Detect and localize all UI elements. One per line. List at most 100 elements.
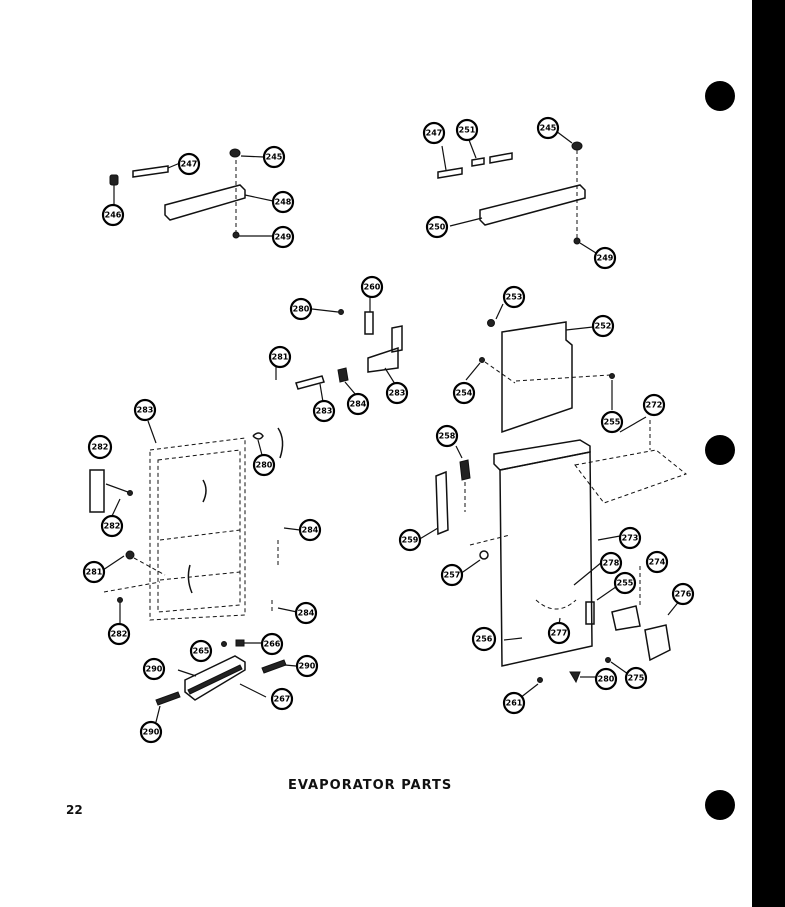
callout-245-right: 245 bbox=[536, 116, 560, 140]
svg-text:255: 255 bbox=[604, 418, 621, 427]
svg-text:256: 256 bbox=[476, 635, 493, 644]
svg-text:249: 249 bbox=[597, 254, 614, 263]
binder-hole-top bbox=[705, 81, 735, 111]
callout-markers: 247 245 246 248 249 247 251 245 250 249 … bbox=[82, 116, 695, 744]
callout-257: 257 bbox=[440, 563, 464, 587]
callout-261: 261 bbox=[502, 691, 526, 715]
svg-text:258: 258 bbox=[439, 432, 456, 441]
callout-282-lower: 282 bbox=[107, 622, 131, 646]
callout-281-top: 281 bbox=[268, 345, 292, 369]
svg-text:245: 245 bbox=[540, 124, 557, 133]
drip-tray-assembly bbox=[155, 639, 297, 723]
callout-284-low: 284 bbox=[294, 601, 318, 625]
svg-text:290: 290 bbox=[146, 665, 163, 674]
svg-text:267: 267 bbox=[274, 695, 291, 704]
svg-text:290: 290 bbox=[143, 728, 160, 737]
page-number: 22 bbox=[66, 803, 83, 817]
svg-text:280: 280 bbox=[256, 461, 273, 470]
callout-253: 253 bbox=[502, 285, 526, 309]
callout-249-right: 249 bbox=[593, 246, 617, 270]
callout-247-right: 247 bbox=[422, 121, 446, 145]
callout-251: 251 bbox=[455, 118, 479, 142]
bracket-assembly-left bbox=[109, 148, 274, 239]
left-evaporator-panel bbox=[89, 420, 301, 625]
svg-text:265: 265 bbox=[193, 647, 210, 656]
scan-edge-bar bbox=[752, 0, 785, 907]
callout-276: 276 bbox=[671, 582, 695, 606]
svg-text:253: 253 bbox=[506, 293, 523, 302]
svg-text:282: 282 bbox=[111, 630, 128, 639]
callout-254: 254 bbox=[452, 381, 476, 405]
callout-290: 290 bbox=[295, 654, 319, 678]
svg-text:274: 274 bbox=[649, 558, 666, 567]
svg-text:281: 281 bbox=[272, 353, 289, 362]
svg-text:266: 266 bbox=[264, 640, 281, 649]
callout-249-left: 249 bbox=[271, 225, 295, 249]
callout-265: 265 bbox=[189, 639, 213, 663]
svg-text:283: 283 bbox=[316, 407, 333, 416]
svg-text:251: 251 bbox=[459, 126, 476, 135]
callout-267: 267 bbox=[270, 687, 294, 711]
svg-text:277: 277 bbox=[551, 629, 568, 638]
right-evaporator-panel bbox=[417, 303, 688, 699]
callout-274: 274 bbox=[645, 550, 669, 574]
callout-283-top: 283 bbox=[312, 399, 336, 423]
callout-272: 272 bbox=[642, 393, 666, 417]
svg-text:247: 247 bbox=[181, 160, 198, 169]
callout-282-top: 282 bbox=[87, 434, 113, 460]
svg-text:284: 284 bbox=[350, 400, 367, 409]
callout-280-panel: 280 bbox=[252, 453, 276, 477]
callout-289: 290 bbox=[142, 657, 166, 681]
callout-282-bottom: 282 bbox=[100, 514, 124, 538]
svg-text:282: 282 bbox=[92, 443, 109, 452]
binder-hole-middle bbox=[705, 435, 735, 465]
callout-258: 258 bbox=[435, 424, 459, 448]
svg-text:273: 273 bbox=[622, 534, 639, 543]
svg-text:281: 281 bbox=[86, 568, 103, 577]
svg-text:250: 250 bbox=[429, 223, 446, 232]
svg-text:280: 280 bbox=[293, 305, 310, 314]
callout-255-mid: 255 bbox=[613, 571, 637, 595]
hinge-parts bbox=[275, 296, 403, 403]
svg-text:247: 247 bbox=[426, 129, 443, 138]
svg-text:257: 257 bbox=[444, 571, 461, 580]
svg-text:290: 290 bbox=[299, 662, 316, 671]
callout-247-left: 247 bbox=[177, 152, 201, 176]
svg-text:284: 284 bbox=[302, 526, 319, 535]
callout-275: 275 bbox=[624, 666, 648, 690]
callout-283-hinge: 283 bbox=[385, 381, 409, 405]
svg-text:272: 272 bbox=[646, 401, 663, 410]
svg-text:280: 280 bbox=[598, 675, 615, 684]
callout-281-panel: 281 bbox=[82, 560, 106, 584]
callout-273: 273 bbox=[618, 526, 642, 550]
svg-text:245: 245 bbox=[266, 153, 283, 162]
callout-284-top: 284 bbox=[346, 392, 370, 416]
callout-288: 290 bbox=[139, 720, 163, 744]
callout-248-left: 248 bbox=[271, 190, 295, 214]
svg-text:276: 276 bbox=[675, 590, 692, 599]
callout-277: 277 bbox=[547, 621, 571, 645]
callout-255-top: 255 bbox=[600, 410, 624, 434]
svg-text:246: 246 bbox=[105, 211, 122, 220]
callout-259: 259 bbox=[398, 528, 422, 552]
callout-260: 260 bbox=[360, 275, 384, 299]
svg-text:252: 252 bbox=[595, 322, 612, 331]
svg-text:249: 249 bbox=[275, 233, 292, 242]
svg-text:254: 254 bbox=[456, 389, 473, 398]
callout-280-bottom: 280 bbox=[594, 667, 618, 691]
svg-text:260: 260 bbox=[364, 283, 381, 292]
svg-text:283: 283 bbox=[137, 406, 154, 415]
svg-text:275: 275 bbox=[628, 674, 645, 683]
diagram-caption: EVAPORATOR PARTS bbox=[288, 778, 453, 793]
svg-text:259: 259 bbox=[402, 536, 419, 545]
callout-266: 266 bbox=[260, 632, 284, 656]
callout-278: 278 bbox=[599, 551, 623, 575]
svg-text:261: 261 bbox=[506, 699, 523, 708]
bracket-assembly-right bbox=[437, 130, 597, 254]
callout-252: 252 bbox=[591, 314, 615, 338]
svg-text:278: 278 bbox=[603, 559, 620, 568]
svg-text:283: 283 bbox=[389, 389, 406, 398]
callout-280: 280 bbox=[289, 297, 313, 321]
callout-246-left: 246 bbox=[101, 203, 125, 227]
